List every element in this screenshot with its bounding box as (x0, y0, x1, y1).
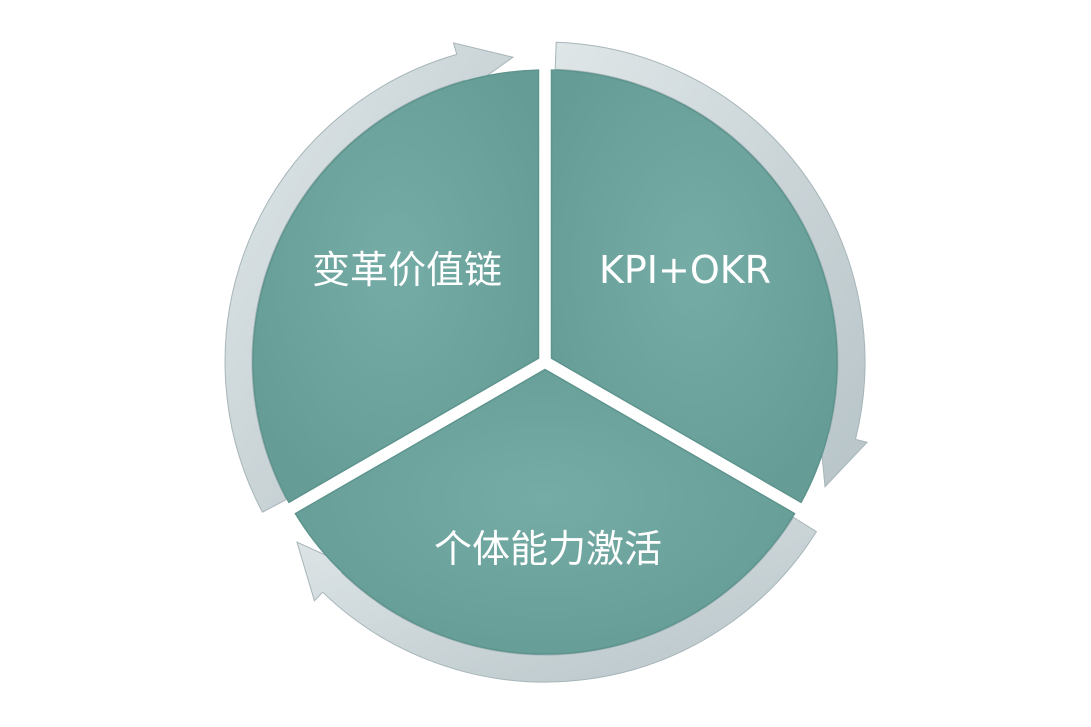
cycle-arrow-top-left (224, 42, 515, 513)
segment-capability-activation (294, 368, 796, 655)
segment-kpi-okr (550, 69, 838, 504)
cycle-arrow-top-right (554, 41, 869, 488)
cycle-segments (252, 69, 838, 655)
segment-label-kpi-okr: KPI+OKR (599, 248, 771, 292)
cycle-arrows (224, 41, 869, 683)
segment-value-chain (252, 69, 540, 504)
cycle-arrow-bottom (296, 516, 818, 683)
segment-label-value-chain: 变革价值链 (312, 248, 502, 292)
segment-label-capability-activation: 个体能力激活 (434, 527, 662, 571)
